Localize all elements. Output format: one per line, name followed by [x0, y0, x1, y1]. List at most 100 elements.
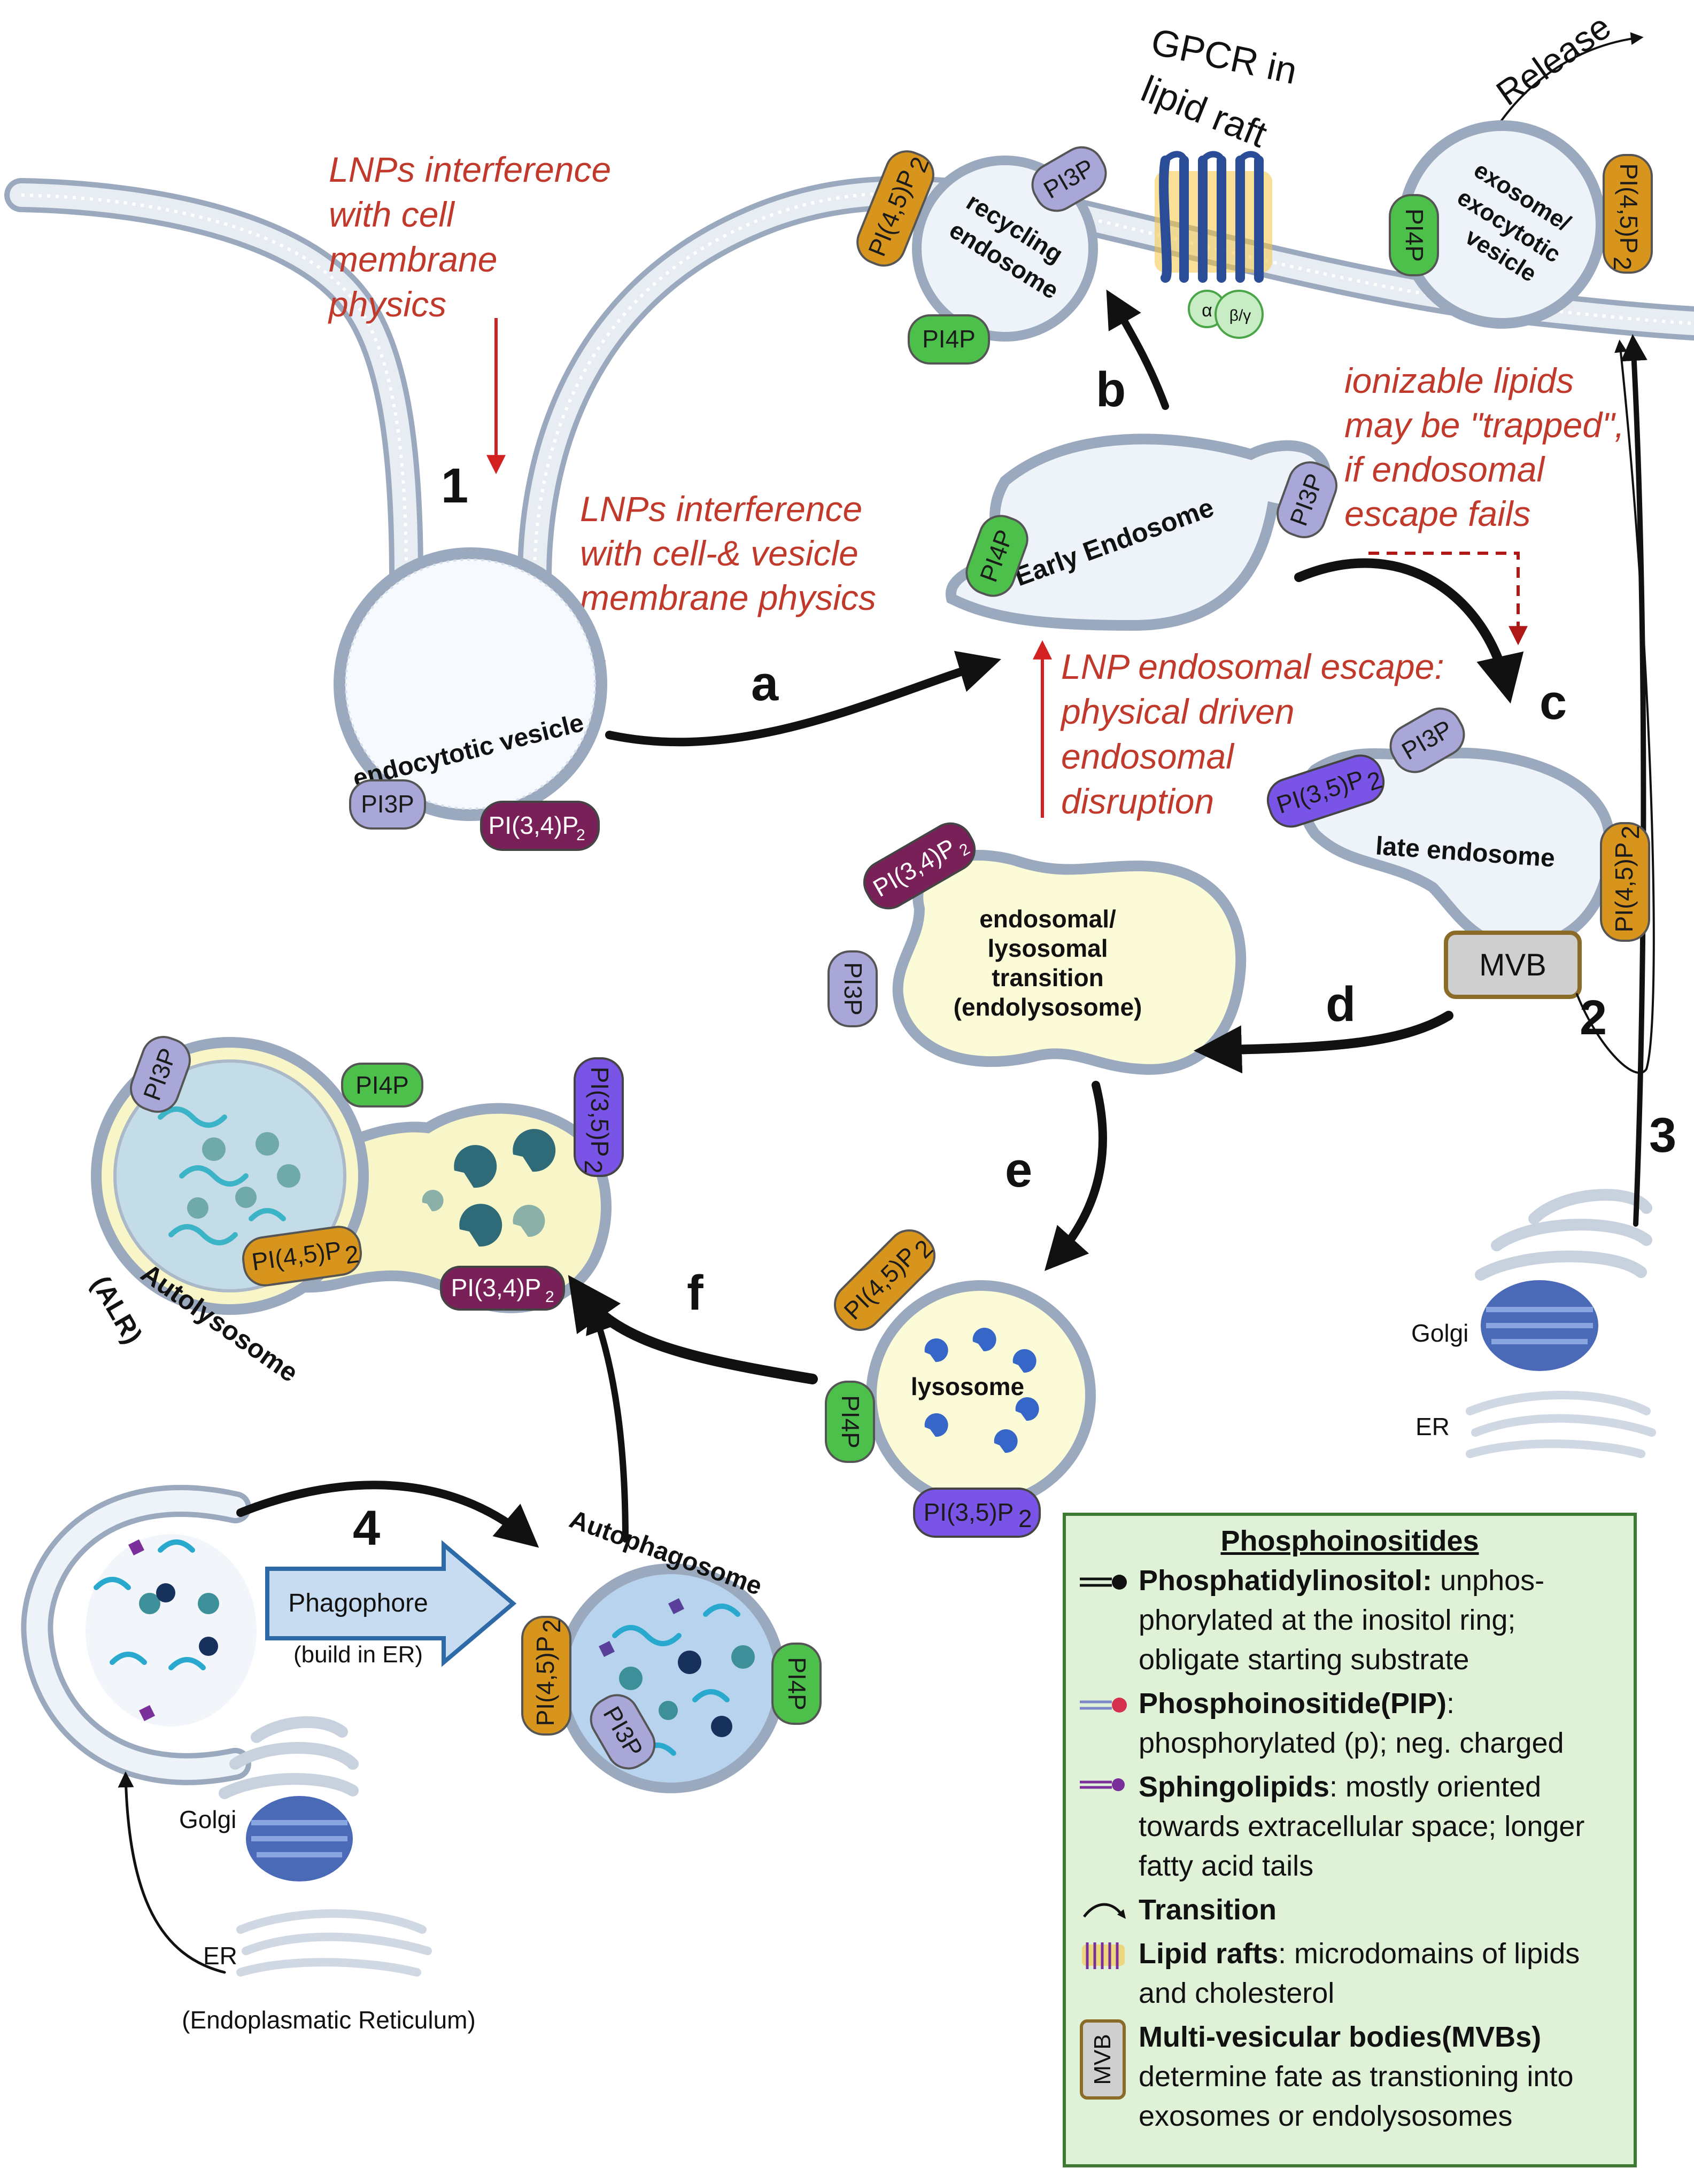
svg-text:PI(4,5)P: PI(4,5)P — [1610, 842, 1638, 933]
er-left-label: ER — [203, 1942, 237, 1970]
svg-text:c: c — [1540, 675, 1567, 730]
pill-pi4p-autolysosome: PI4P — [341, 1063, 423, 1108]
svg-text:LNPs interference: LNPs interference — [580, 489, 862, 529]
svg-text:d: d — [1326, 977, 1356, 1032]
svg-text:PI3P: PI3P — [839, 962, 867, 1016]
pill-pi4p-recycling: PI4P — [908, 314, 990, 365]
svg-text:may be "trapped",: may be "trapped", — [1344, 405, 1625, 445]
svg-text:PI4P: PI4P — [355, 1071, 409, 1099]
gpcr-receptor: α β/γ — [1155, 151, 1272, 339]
arrow-b — [1106, 289, 1169, 410]
golgi-right-label: Golgi — [1411, 1319, 1468, 1347]
flow-arrows — [118, 289, 1655, 1974]
pill-pi3p-recycling: PI3P — [1031, 146, 1107, 212]
svg-text:physics: physics — [328, 284, 446, 324]
lysosome: lysosome — [866, 1280, 1096, 1510]
svg-text:endosomal/: endosomal/ — [979, 905, 1116, 933]
annotation-lnp-vesicle: LNPs interference with cell-& vesicle me… — [577, 489, 876, 744]
pill-pi45-exosome: PI(4,5)P 2 — [1603, 154, 1653, 274]
pill-pi3p-autophagosome: PI3P — [590, 1694, 656, 1770]
pill-pi45-autolysosome: PI(4,5)P 2 — [242, 1226, 362, 1287]
pill-pi4p-exosome: PI4P — [1389, 194, 1439, 276]
lipid-raft-icon — [1082, 1942, 1125, 1969]
g-betagamma-label: β/γ — [1229, 307, 1251, 324]
gpcr-label: GPCR in lipid raft — [1135, 20, 1301, 155]
legend-box: Phosphoinositides Phosphatidylinositol: … — [1063, 1513, 1637, 2167]
autophagosome: Autophagosome — [556, 1505, 786, 1793]
golgi-left-label: Golgi — [179, 1806, 236, 1833]
golgi-er-left: Golgi ER (Endoplasmatic Reticulum) — [179, 1716, 476, 2034]
svg-text:e: e — [1005, 1143, 1032, 1197]
legend-item-sphingolipids: Sphingolipids: mostly oriented towards e… — [1080, 1767, 1620, 1886]
svg-text:b: b — [1096, 362, 1126, 417]
legend-item-phosphoinositide: Phosphoinositide(PIP): phosphorylated (p… — [1080, 1684, 1620, 1763]
svg-text:(build in ER): (build in ER) — [293, 1641, 423, 1668]
phosphoinositide-icon — [1080, 1698, 1127, 1713]
svg-text:with cell-& vesicle: with cell-& vesicle — [580, 533, 858, 573]
early-endosome: Early Endosome — [945, 433, 1332, 631]
transition-arrow-icon — [1082, 1903, 1126, 1919]
pill-pi45-late: PI(4,5)P 2 — [1600, 822, 1650, 942]
svg-text:PI(4,5)P: PI(4,5)P — [1615, 164, 1643, 254]
pill-pi3p-autolysosome: PI3P — [130, 1036, 191, 1113]
pill-pi4p-autophagosome: PI4P — [771, 1643, 822, 1725]
er-full-label: (Endoplasmatic Reticulum) — [182, 2006, 476, 2034]
svg-text:membrane: membrane — [329, 239, 497, 279]
svg-text:2: 2 — [576, 826, 585, 844]
pill-pi34-endocytotic: PI(3,4)P 2 — [480, 801, 600, 851]
svg-text:1: 1 — [441, 459, 468, 513]
svg-text:(endolysosome): (endolysosome) — [954, 993, 1142, 1021]
svg-text:disruption: disruption — [1061, 781, 1214, 821]
svg-text:PI3P: PI3P — [361, 790, 414, 818]
annotation-lnp-escape: LNP endosomal escape: physical driven en… — [1033, 640, 1444, 821]
svg-text:a: a — [751, 656, 779, 711]
step-labels: a b c d e f 1 2 3 4 — [353, 362, 1676, 1555]
annotation-lnp-membrane: LNPs interference with cell membrane phy… — [328, 150, 611, 475]
pill-pi45-lysosome: PI(4,5)P 2 — [833, 1229, 938, 1331]
svg-text:LNP endosomal escape:: LNP endosomal escape: — [1061, 647, 1444, 686]
pill-pi3p-endocytotic: PI3P — [349, 779, 426, 830]
pill-pi3p-endolysosome: PI3P — [827, 950, 878, 1027]
mvb-box: MVB — [1444, 931, 1582, 999]
annotation-ionizable: ionizable lipids may be "trapped", if en… — [1344, 361, 1625, 646]
svg-text:PI4P: PI4P — [922, 325, 976, 353]
pill-pi4p-lysosome: PI4P — [825, 1381, 875, 1463]
svg-text:physical driven: physical driven — [1060, 692, 1295, 731]
arrow-d — [1194, 1011, 1453, 1074]
pill-pi34-autolysosome: PI(3,4)P 2 — [440, 1266, 565, 1311]
arrow-e — [1044, 1081, 1107, 1271]
svg-text:endosomal: endosomal — [1061, 737, 1235, 776]
svg-text:Release: Release — [1489, 6, 1618, 113]
mvb-icon: MVB — [1080, 2019, 1126, 2100]
g-alpha-label: α — [1202, 300, 1212, 321]
svg-text:2: 2 — [1018, 1505, 1032, 1532]
svg-text:if endosomal: if endosomal — [1344, 450, 1546, 489]
svg-text:4: 4 — [353, 1501, 380, 1555]
svg-text:2: 2 — [579, 1160, 607, 1174]
pill-pi3p-early: PI3P — [1277, 461, 1337, 538]
endocytotic-vesicle: endocytotic vesicle — [334, 547, 607, 821]
pill-pi35-autolysosome: PI(3,5)P 2 — [574, 1057, 624, 1177]
phagophore-cup — [21, 1485, 257, 1785]
pill-pi45-autophagosome: PI(4,5)P 2 — [521, 1616, 571, 1736]
phosphatidylinositol-icon — [1080, 1575, 1127, 1590]
autolysosome-enzymes — [422, 1129, 556, 1247]
svg-text:f: f — [687, 1266, 703, 1320]
arrow-2 — [1576, 339, 1655, 1074]
svg-text:2: 2 — [538, 1619, 566, 1633]
svg-text:LNPs interference: LNPs interference — [329, 150, 611, 189]
svg-text:MVB: MVB — [1479, 948, 1546, 982]
svg-text:PI4P: PI4P — [783, 1657, 811, 1710]
arrow-autophagosome-up — [586, 1300, 629, 1543]
svg-text:2: 2 — [1616, 825, 1644, 839]
arrow-4 — [236, 1481, 539, 1548]
golgi-er-right: Golgi ER — [1411, 1189, 1656, 1458]
svg-text:PI(3,4)P: PI(3,4)P — [489, 811, 579, 839]
arrow-3 — [1620, 334, 1647, 1227]
legend-item-transition: Transition — [1080, 1890, 1620, 1930]
svg-text:PI4P: PI4P — [1401, 208, 1428, 262]
legend-title: Phosphoinositides — [1220, 1525, 1479, 1557]
svg-text:PI(3,4)P: PI(3,4)P — [451, 1274, 542, 1302]
svg-text:escape fails: escape fails — [1344, 494, 1531, 533]
